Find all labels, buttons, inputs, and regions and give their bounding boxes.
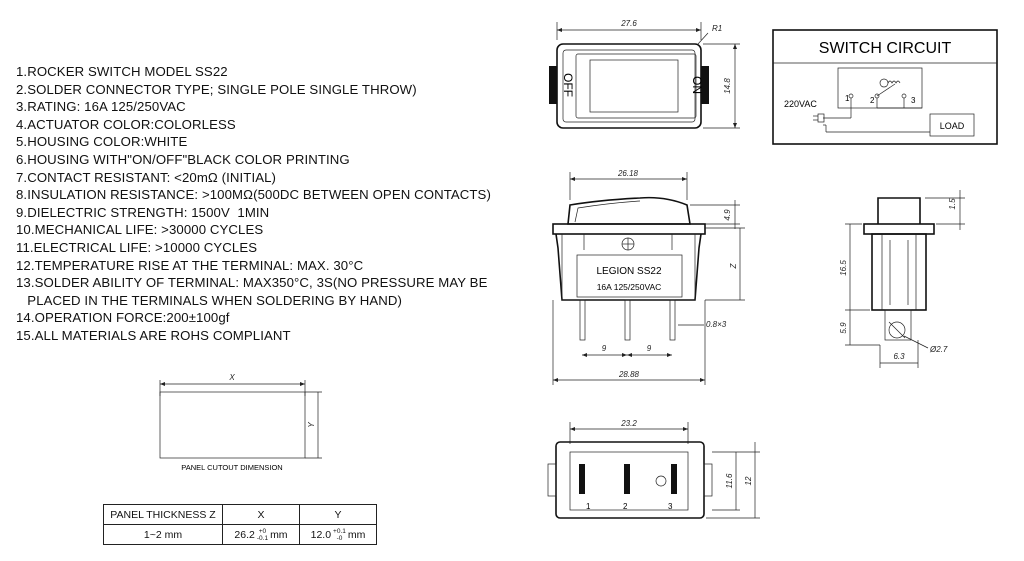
pin2-label: 2: [870, 96, 875, 105]
spec-item: 14.OPERATION FORCE:200±100gf: [16, 310, 230, 326]
spec-item: 10.MECHANICAL LIFE: >30000 CYCLES: [16, 222, 264, 238]
side-d4-label: 6.3: [893, 352, 905, 361]
spacing1-label: 9: [602, 344, 607, 353]
front-width-label: 26.18: [617, 169, 639, 178]
pin-width-label: 0.8×3: [706, 320, 727, 329]
front-view: 26.18 4.9 LEGION SS22 16A 125/250VAC Z 0…: [552, 169, 745, 385]
spec-item: 7.CONTACT RESISTANT: <20mΩ (INITIAL): [16, 169, 277, 185]
top-height-label: 14.8: [723, 78, 732, 94]
off-label: OFF: [561, 73, 575, 97]
x-value: 26.2: [234, 528, 255, 541]
load-label: LOAD: [940, 121, 965, 131]
y-tol-up: +0.1: [333, 527, 346, 535]
bottom-pin1-label: 1: [586, 502, 591, 511]
side-d1-label: 1.5: [948, 198, 957, 210]
x-tol-up: +0: [258, 527, 267, 535]
spec-list: 1.ROCKER SWITCH MODEL SS22 2.SOLDER CONN…: [16, 63, 491, 345]
header-panel-thickness: PANEL THICKNESS Z: [103, 504, 223, 525]
x-unit: mm: [270, 528, 288, 541]
spec-item: 8.INSULATION RESISTANCE: >100MΩ(500DC BE…: [16, 187, 491, 203]
voltage-label: 220VAC: [784, 99, 817, 109]
z-label: Z: [729, 262, 738, 269]
header-x: X: [222, 504, 300, 525]
actuator-height-label: 4.9: [723, 209, 732, 221]
spec-item: 2.SOLDER CONNECTOR TYPE; SINGLE POLE SIN…: [16, 81, 417, 97]
y-value: 12.0: [310, 528, 332, 541]
cutout-y-label: Y: [307, 422, 316, 428]
side-d5-label: Ø2.7: [929, 345, 948, 354]
spec-item: 1.ROCKER SWITCH MODEL SS22: [16, 64, 228, 79]
total-width-label: 28.88: [618, 370, 640, 379]
spec-item: 3.RATING: 16A 125/250VAC: [16, 99, 186, 115]
spec-item: 6.HOUSING WITH"ON/OFF"BLACK COLOR PRINTI…: [16, 151, 350, 167]
spec-item: 11.ELECTRICAL LIFE: >10000 CYCLES: [16, 239, 258, 255]
cutout-x-label: X: [228, 373, 235, 382]
cutout-caption: PANEL CUTOUT DIMENSION: [181, 463, 282, 472]
cell-thickness: 1~2 mm: [103, 524, 223, 545]
pin3-label: 3: [911, 96, 916, 105]
spec-item: 15.ALL MATERIALS ARE ROHS COMPLIANT: [16, 327, 291, 343]
brand-label: LEGION SS22: [596, 266, 661, 277]
circuit-title: SWITCH CIRCUIT: [819, 40, 952, 57]
spec-item: 9.DIELECTRIC STRENGTH: 1500V 1MIN: [16, 204, 270, 220]
switch-circuit: SWITCH CIRCUIT 220VAC 1 2 3 LOAD: [772, 29, 998, 145]
spacing2-label: 9: [647, 344, 652, 353]
on-label: ON: [690, 76, 704, 94]
bottom-view: 23.2 1 2 3 11.6 12: [547, 419, 760, 519]
rating-label: 16A 125/250VAC: [597, 282, 662, 292]
spec-item: 4.ACTUATOR COLOR:COLORLESS: [16, 116, 236, 132]
spec-item: 12.TEMPERATURE RISE AT THE TERMINAL: MAX…: [16, 257, 364, 273]
spec-item: 13.SOLDER ABILITY OF TERMINAL: MAX350°C,…: [16, 275, 488, 291]
x-tolerance: +0-0.1: [257, 528, 268, 542]
bottom-width-label: 23.2: [620, 419, 637, 428]
bottom-h1-label: 11.6: [725, 473, 734, 489]
top-width-label: 27.6: [620, 19, 637, 28]
side-d2-label: 16.5: [839, 260, 848, 276]
bottom-h2-label: 12: [744, 476, 753, 485]
panel-cutout: X Y PANEL CUTOUT DIMENSION: [159, 373, 322, 472]
pin1-label: 1: [845, 94, 850, 103]
spec-item: 5.HOUSING COLOR:WHITE: [16, 134, 188, 150]
table-header-row: PANEL THICKNESS Z X Y: [103, 504, 377, 525]
y-tolerance: +0.1-0: [333, 528, 346, 542]
side-view: 1.5 16.5 5.9 6.3 Ø2.7: [839, 190, 965, 368]
bottom-pin2-label: 2: [623, 502, 628, 511]
bottom-pin3-label: 3: [668, 502, 673, 511]
y-tol-down: -0: [336, 534, 343, 542]
top-view: 27.6 R1 OFF ON 14.8: [549, 19, 740, 129]
x-tol-down: -0.1: [256, 534, 269, 542]
side-d3-label: 5.9: [839, 322, 848, 334]
spec-item: PLACED IN THE TERMINALS WHEN SOLDERING B…: [16, 292, 403, 308]
y-unit: mm: [347, 528, 366, 541]
radius-label: R1: [712, 24, 722, 33]
header-y: Y: [299, 504, 377, 525]
